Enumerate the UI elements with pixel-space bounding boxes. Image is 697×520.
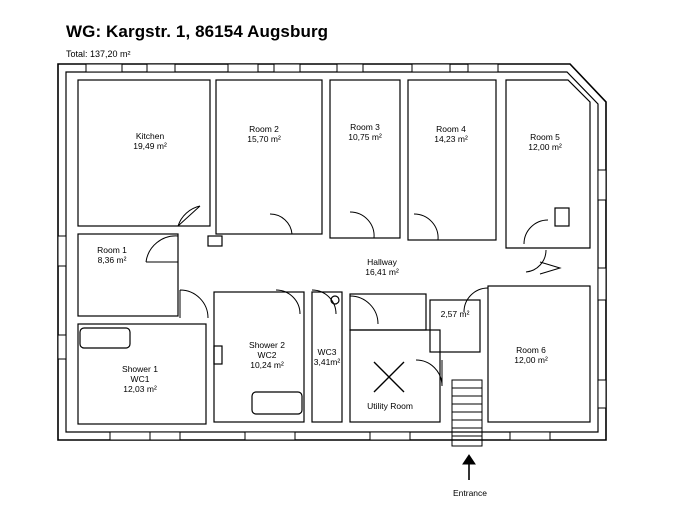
entrance-label: Entrance (452, 488, 488, 498)
entrance-stairs (451, 379, 483, 447)
room-area: 12,00 m² (528, 142, 562, 152)
wc3-outline (311, 291, 343, 423)
room-name: Room 4 (436, 124, 466, 134)
room-2-outline (215, 79, 323, 235)
room-area: 10,75 m² (348, 132, 382, 142)
room-area: 16,41 m² (365, 267, 399, 277)
room-area: 8,36 m² (97, 255, 127, 265)
room-area: 12,00 m² (514, 355, 548, 365)
room-name: Utility Room (367, 401, 413, 411)
room-name: Room 3 (350, 122, 380, 132)
room-name: Shower 2 (249, 340, 285, 350)
room-name: Shower 1 (122, 364, 158, 374)
room-area: 15,70 m² (247, 134, 281, 144)
entrance-arrow (462, 454, 476, 480)
room-name-2: WC2 (257, 350, 277, 360)
room-6-outline (487, 285, 591, 423)
room-area: 14,23 m² (434, 134, 468, 144)
room-area: 10,24 m² (250, 360, 284, 370)
room5-fixture (554, 207, 570, 227)
room-name: Room 5 (530, 132, 560, 142)
room-name: Kitchen (135, 131, 165, 141)
room-4-outline (407, 79, 497, 241)
utility-cross (373, 361, 405, 393)
room-name: Room 6 (516, 345, 546, 355)
room-area: 19,49 m² (133, 141, 167, 151)
room-name: WC3 (317, 347, 337, 357)
room-3-outline (329, 79, 401, 239)
shower2-fixture (213, 345, 223, 365)
kitchen-fixture (207, 235, 223, 247)
room-5-outline (505, 79, 591, 249)
room-kitchen-outline (77, 79, 211, 227)
small-room-outline (429, 299, 481, 353)
bathtub-2 (251, 391, 303, 415)
room-1-outline (77, 233, 179, 317)
room-name: Room 2 (249, 124, 279, 134)
corridor-block (349, 293, 427, 331)
wc3-fixture (330, 295, 340, 305)
room-area: 3,41m² (313, 357, 341, 367)
small-room-label: 2,57 m² (441, 309, 470, 319)
utility-room-label: Utility Room (367, 401, 413, 411)
plan-title: WG: Kargstr. 1, 86154 Augsburg (66, 22, 329, 41)
room-area: 2,57 m² (440, 309, 470, 319)
total-area: Total: 137,20 m² (66, 49, 131, 59)
window-marks (57, 63, 607, 441)
room-name: Hallway (367, 257, 397, 267)
room-area: 12,03 m² (123, 384, 157, 394)
door-swings (145, 205, 562, 387)
shower-1-outline (77, 323, 207, 425)
bathtub-1 (79, 327, 131, 349)
room-name: Room 1 (97, 245, 127, 255)
room-name-2: WC1 (130, 374, 150, 384)
